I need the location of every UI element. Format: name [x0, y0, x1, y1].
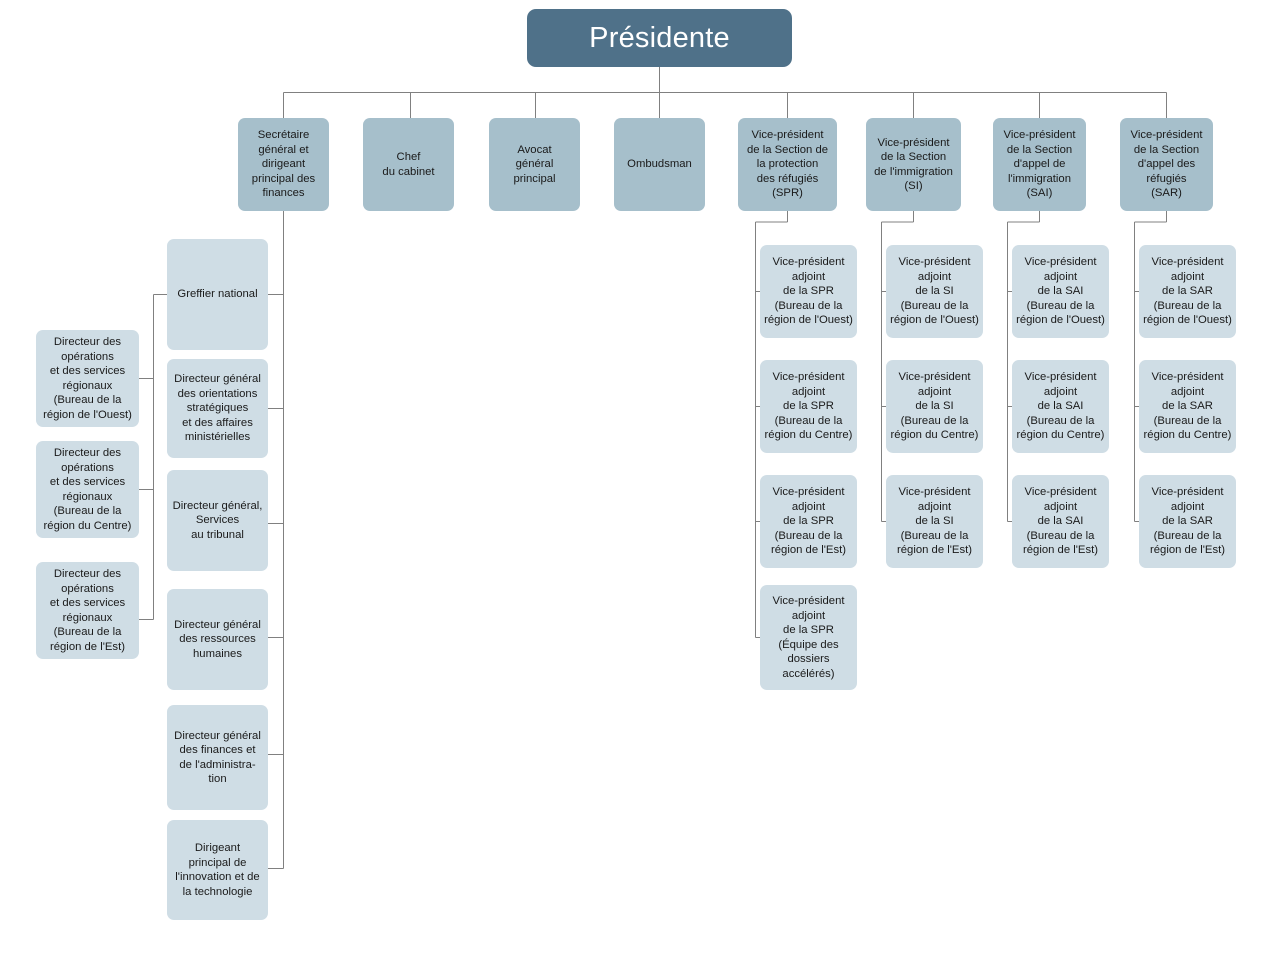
- node-vpa-sai-centre[interactable]: Vice-président adjoint de la SAI (Bureau…: [1012, 360, 1109, 453]
- node-vpa-sai-ouest[interactable]: Vice-président adjoint de la SAI (Bureau…: [1012, 245, 1109, 338]
- node-secretaire-general[interactable]: Secrétaire général et dirigeant principa…: [238, 118, 329, 211]
- node-directeur-operations-est[interactable]: Directeur des opérations et des services…: [36, 562, 139, 659]
- node-vpa-si-ouest[interactable]: Vice-président adjoint de la SI (Bureau …: [886, 245, 983, 338]
- node-greffier-national[interactable]: Greffier national: [167, 239, 268, 350]
- node-vpa-sai-est[interactable]: Vice-président adjoint de la SAI (Bureau…: [1012, 475, 1109, 568]
- node-vpa-sar-est[interactable]: Vice-président adjoint de la SAR (Bureau…: [1139, 475, 1236, 568]
- node-vpa-si-centre[interactable]: Vice-président adjoint de la SI (Bureau …: [886, 360, 983, 453]
- node-vpa-sar-centre[interactable]: Vice-président adjoint de la SAR (Bureau…: [1139, 360, 1236, 453]
- node-directeur-operations-centre[interactable]: Directeur des opérations et des services…: [36, 441, 139, 538]
- node-chef-du-cabinet[interactable]: Chef du cabinet: [363, 118, 454, 211]
- node-dg-orientations-strategiques[interactable]: Directeur général des orientations strat…: [167, 359, 268, 458]
- node-vpa-sar-ouest[interactable]: Vice-président adjoint de la SAR (Bureau…: [1139, 245, 1236, 338]
- node-ombudsman[interactable]: Ombudsman: [614, 118, 705, 211]
- node-vpa-spr-centre[interactable]: Vice-président adjoint de la SPR (Bureau…: [760, 360, 857, 453]
- node-dg-ressources-humaines[interactable]: Directeur général des ressources humaine…: [167, 589, 268, 690]
- node-presidente[interactable]: Présidente: [527, 9, 792, 67]
- node-vice-president-spr[interactable]: Vice-président de la Section de la prote…: [738, 118, 837, 211]
- node-directeur-operations-ouest[interactable]: Directeur des opérations et des services…: [36, 330, 139, 427]
- node-vpa-si-est[interactable]: Vice-président adjoint de la SI (Bureau …: [886, 475, 983, 568]
- node-vpa-spr-ouest[interactable]: Vice-président adjoint de la SPR (Bureau…: [760, 245, 857, 338]
- node-dirigeant-principal-innovation[interactable]: Dirigeant principal de l'innovation et d…: [167, 820, 268, 920]
- node-vpa-spr-est[interactable]: Vice-président adjoint de la SPR (Bureau…: [760, 475, 857, 568]
- node-vice-president-si[interactable]: Vice-président de la Section de l'immigr…: [866, 118, 961, 211]
- node-dg-finances-administration[interactable]: Directeur général des finances et de l'a…: [167, 705, 268, 810]
- node-vpa-spr-equipe-dossiers-acceleres[interactable]: Vice-président adjoint de la SPR (Équipe…: [760, 585, 857, 690]
- node-vice-president-sar[interactable]: Vice-président de la Section d'appel des…: [1120, 118, 1213, 211]
- node-vice-president-sai[interactable]: Vice-président de la Section d'appel de …: [993, 118, 1086, 211]
- node-avocat-general-principal[interactable]: Avocat général principal: [489, 118, 580, 211]
- node-dg-services-au-tribunal[interactable]: Directeur général, Services au tribunal: [167, 470, 268, 571]
